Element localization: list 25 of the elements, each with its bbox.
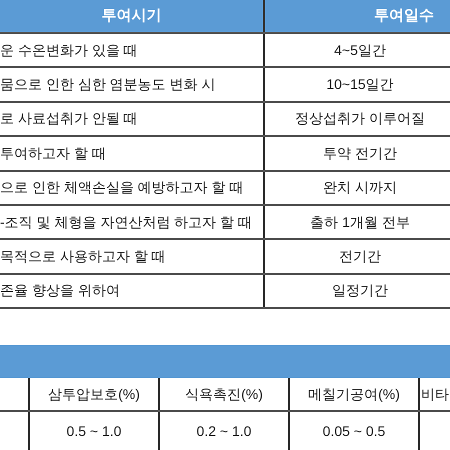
table-cell-text: 전기간	[338, 247, 382, 266]
table-cell-text: 0.05 ~ 0.5	[322, 422, 386, 440]
table-cell-text: 0.2 ~ 1.0	[196, 422, 252, 440]
table-cell-text: 운 수온변화가 있을 때	[0, 40, 138, 60]
table-cell-text: 정상섭취가 이루어질	[294, 109, 426, 128]
table-cell-text: 투여하고자 할 때	[0, 144, 106, 163]
table-cell-text: 0.5 ~ 1.0	[66, 422, 122, 440]
table-cell-text: 완치 시까지	[322, 178, 398, 198]
table-cell-text: 10~15일간	[325, 75, 395, 94]
table-cell-text: 로 사료섭취가 안될 때	[0, 109, 138, 128]
column-header: 메칠기공여(%)	[308, 384, 400, 404]
column-header: 삼투압보호(%)	[48, 384, 140, 404]
column-header: 투여일수	[374, 6, 434, 26]
table-cell-text: 으로 인한 체액손실을 예방하고자 할 때	[0, 178, 244, 198]
column-header: 비타	[421, 384, 449, 404]
table-cell-text: 존율 향상을 위하여	[0, 281, 120, 300]
table-cell-text: 4~5일간	[333, 40, 387, 60]
table-cell-text: -조직 및 체형을 자연산처럼 하고자 할 때	[0, 212, 252, 232]
table-cell-text: 일정기간	[331, 281, 389, 300]
table-cell-text: 목적으로 사용하고자 할 때	[0, 247, 166, 266]
table-cell-text: 뭄으로 인한 심한 염분농도 변화 시	[0, 75, 216, 94]
table-cell-text: 투약 전기간	[322, 144, 398, 163]
column-header: 투여시기	[102, 6, 162, 26]
table-cell-text: 출하 1개월 전부	[309, 212, 411, 232]
column-header: 식욕촉진(%)	[185, 384, 263, 404]
